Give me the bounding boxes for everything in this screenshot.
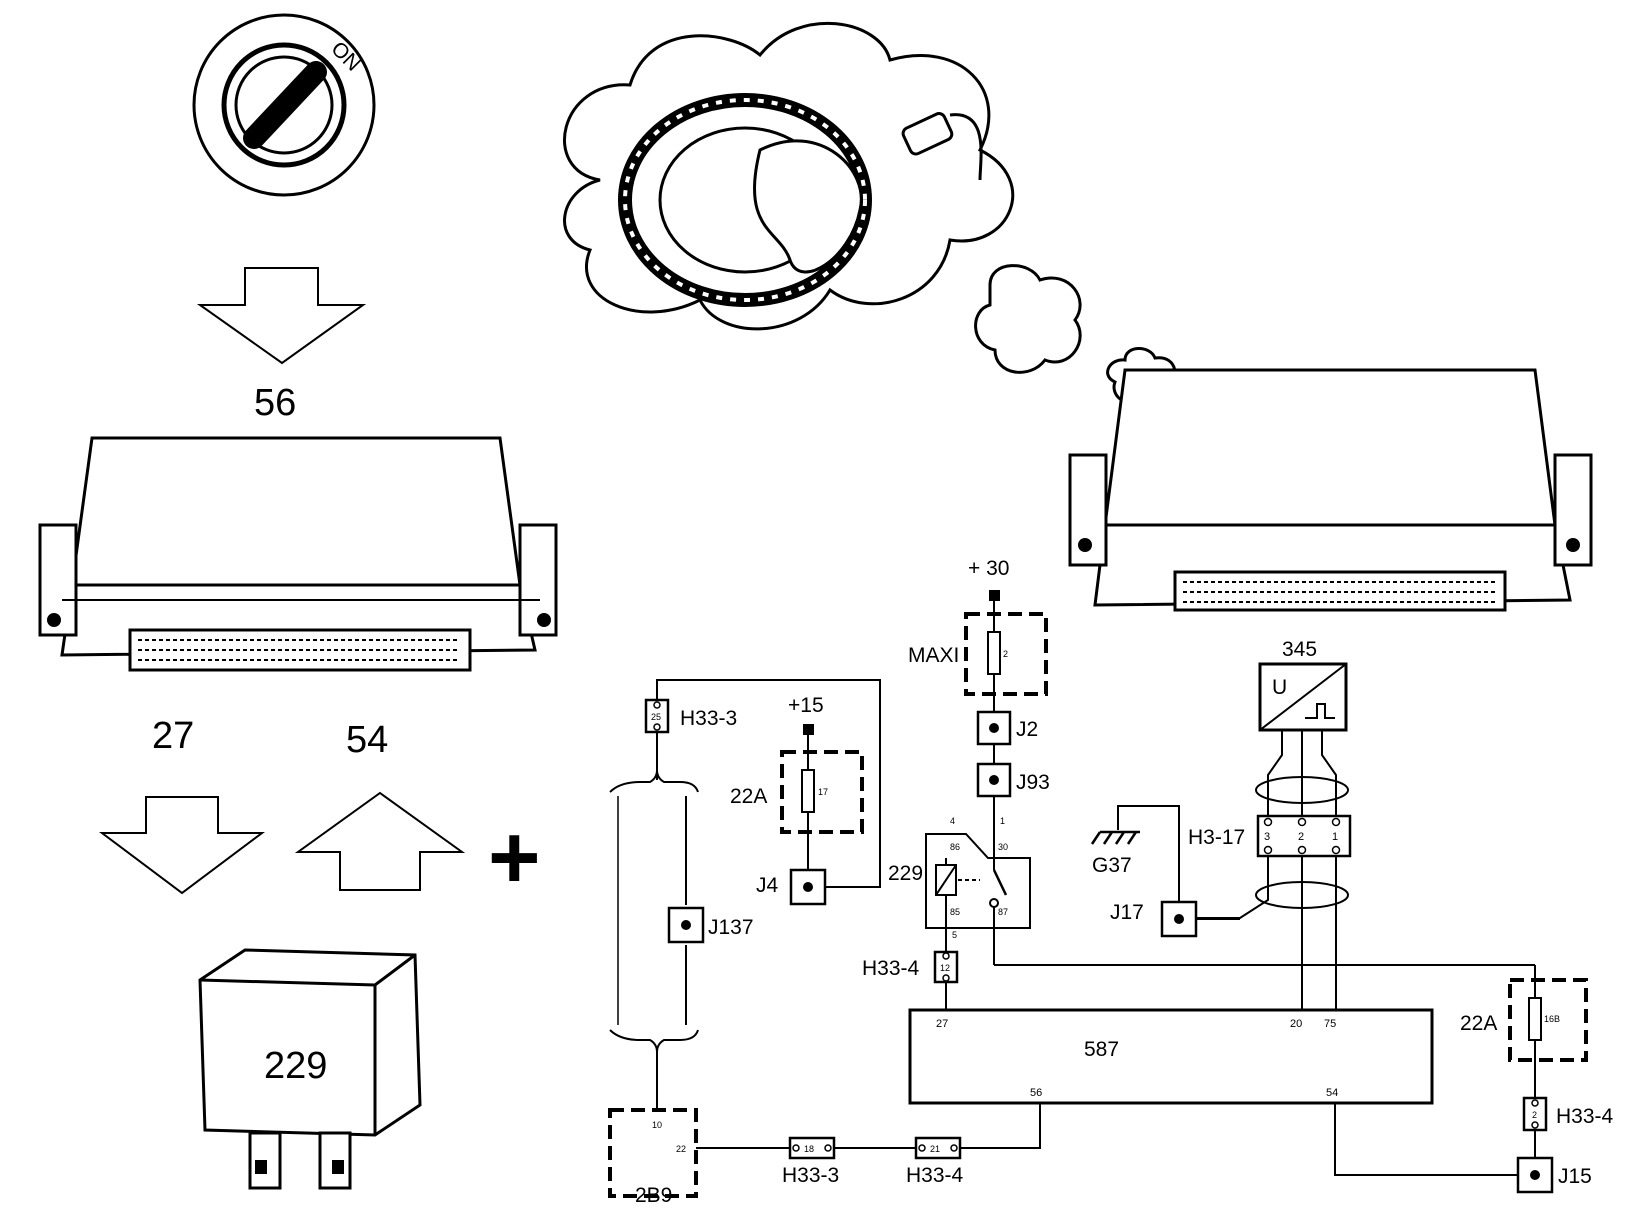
ecu-pin-56-label: 56 — [254, 382, 296, 424]
relay-pin-85: 85 — [950, 907, 960, 917]
fuse-17-element — [801, 769, 815, 813]
fuse-22a-box-right — [1508, 978, 1588, 1062]
ecu-pin-20: 20 — [1290, 1018, 1302, 1030]
h3-17-label: H3-17 — [1188, 826, 1245, 849]
splice-j2-label: J2 — [1016, 718, 1038, 741]
h33-4-right-label: H33-4 — [1556, 1105, 1614, 1128]
relay-229-box — [925, 833, 1031, 929]
relay-contact — [992, 869, 1008, 896]
2b9-pin-22: 22 — [676, 1144, 686, 1154]
output-down-arrow-icon — [99, 796, 265, 895]
ecu-587-label: 587 — [1084, 1038, 1119, 1061]
supply-15-label: +15 — [788, 694, 824, 717]
relay-pin-4: 4 — [950, 816, 955, 826]
splice-j17-label: J17 — [1110, 901, 1144, 924]
fuse-16b-element — [1528, 997, 1542, 1041]
ecu-pin-54: 54 — [1326, 1087, 1338, 1099]
sensor-u-symbol: U — [1272, 676, 1287, 699]
relay-pin-30: 30 — [998, 842, 1008, 852]
ecu-pin-54-label: 54 — [346, 719, 388, 761]
component-2b9-box — [608, 1108, 698, 1198]
ecu-587-box — [908, 1008, 1434, 1105]
2b9-pin-10: 10 — [652, 1120, 662, 1130]
down-arrow-icon — [196, 267, 367, 365]
h33-3-pin25-number: 25 — [651, 712, 661, 722]
h33-4-pin12-number: 12 — [940, 963, 950, 973]
h33-4-pin2-number: 2 — [1532, 1110, 1537, 1120]
splice-j93-label: J93 — [1016, 771, 1050, 794]
ground-g37-icon — [1090, 830, 1140, 845]
h3-17-pin-3: 3 — [1264, 831, 1270, 843]
relay-module-icon: 229 — [198, 948, 422, 1190]
ignition-switch-icon: ON — [192, 13, 376, 197]
h33-4-pin21-number: 21 — [930, 1144, 940, 1154]
maxi-fuse-number: 2 — [1003, 649, 1008, 659]
relay-229-schematic-label: 229 — [888, 862, 923, 885]
splice-j4-label: J4 — [756, 874, 779, 897]
sensor-345-label: 345 — [1282, 638, 1317, 661]
h3-17-pin-1: 1 — [1332, 831, 1338, 843]
shield-loop-bottom — [1255, 881, 1349, 909]
ecu-pin-75: 75 — [1324, 1018, 1336, 1030]
h33-3-bot-label: H33-3 — [782, 1164, 839, 1187]
brace-top — [609, 769, 699, 793]
ecu-pin-27: 27 — [936, 1018, 948, 1030]
maxi-label: MAXI — [908, 644, 959, 667]
h33-3-pin18-number: 18 — [804, 1144, 814, 1154]
maxi-fuse-element — [987, 631, 1001, 675]
square-wave-icon — [1305, 703, 1335, 719]
fuse-16b-number: 16B — [1544, 1014, 1560, 1024]
splice-j15-label: J15 — [1558, 1165, 1592, 1188]
ground-g37-label: G37 — [1092, 854, 1132, 877]
supply-30-terminal — [989, 590, 1000, 601]
input-up-arrow-icon — [294, 791, 466, 891]
fuse-22a-box-top — [780, 750, 864, 834]
brace-bottom — [609, 1029, 699, 1053]
ecu-module-right-icon — [1068, 368, 1593, 612]
splice-j2 — [976, 710, 1012, 746]
supply-30-label: + 30 — [968, 557, 1009, 580]
h33-4-bot-label: H33-4 — [906, 1164, 964, 1187]
splice-j137-label: J137 — [708, 916, 754, 939]
h33-4-mid-label: H33-4 — [862, 957, 920, 980]
supply-15-terminal — [803, 724, 814, 735]
relay-pin-5: 5 — [952, 930, 957, 940]
fuse-17-number: 17 — [818, 787, 828, 797]
shield-loop-top — [1255, 776, 1349, 804]
maxi-fuse-box — [964, 612, 1048, 696]
relay-pin-1: 1 — [1000, 816, 1005, 826]
ecu-pin-56: 56 — [1030, 1087, 1042, 1099]
ecu-pin-27-label: 27 — [152, 715, 194, 757]
relay-pin-87: 87 — [998, 907, 1008, 917]
relay-pin-86: 86 — [950, 842, 960, 852]
fuse-22a-label-right: 22A — [1460, 1012, 1497, 1035]
ecu-module-icon — [38, 436, 558, 672]
fuse-22a-label-top: 22A — [730, 785, 767, 808]
tone-wheel-sensor-icon — [618, 93, 983, 307]
plus-sign: + — [488, 808, 541, 908]
h3-17-pin-2: 2 — [1298, 831, 1304, 843]
relay-229-label: 229 — [264, 1045, 327, 1087]
component-2b9-label: 2B9 — [635, 1184, 672, 1206]
h33-3-top-label: H33-3 — [680, 707, 737, 730]
